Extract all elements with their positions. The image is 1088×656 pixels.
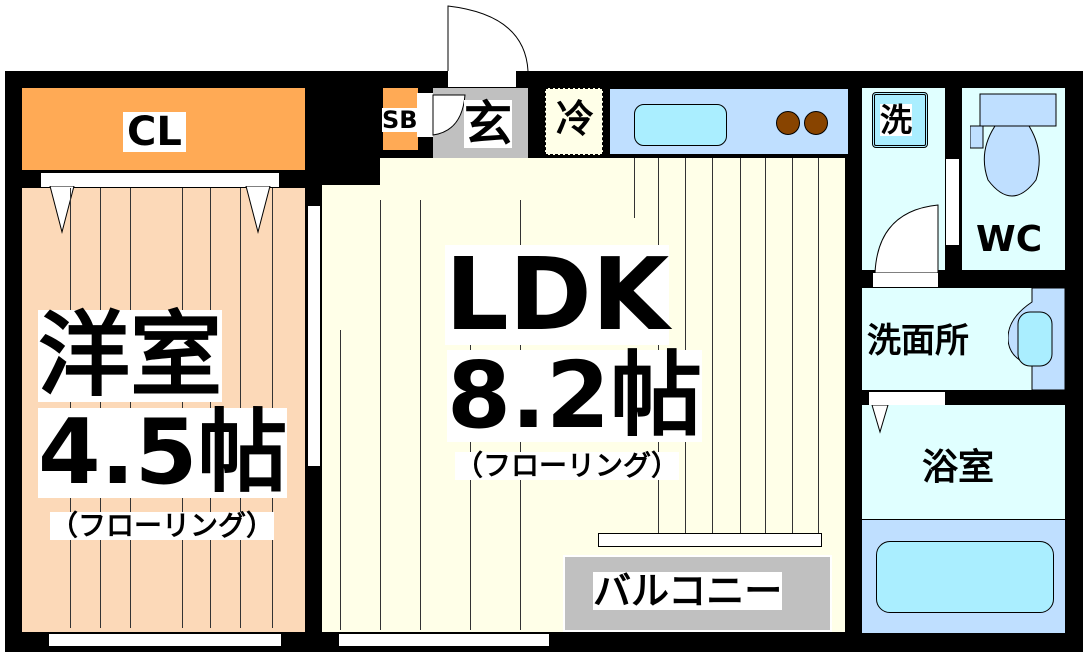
western-room-floor: （フローリング） bbox=[50, 509, 275, 542]
closet-door-rail[interactable] bbox=[40, 172, 280, 188]
toilet-label: WC bbox=[976, 219, 1043, 260]
bathroom-door[interactable] bbox=[869, 392, 945, 405]
entry-door-swing bbox=[447, 5, 529, 72]
balcony-label: バルコニー bbox=[593, 569, 783, 613]
washbasin-icon bbox=[1008, 288, 1065, 390]
washroom-door[interactable] bbox=[873, 203, 943, 288]
bathtub bbox=[876, 541, 1054, 613]
entry-door-opening[interactable] bbox=[448, 71, 516, 87]
sink bbox=[634, 104, 727, 146]
western-room-size: 4.5帖 bbox=[38, 400, 288, 505]
bathroom-door-mark bbox=[871, 405, 889, 434]
entrance-label: 玄 bbox=[464, 96, 513, 152]
western-room-name: 洋室 bbox=[38, 302, 223, 409]
washroom-label: 洗面所 bbox=[867, 321, 969, 361]
bathroom-label: 浴室 bbox=[922, 447, 995, 488]
shoe-box-label: SB bbox=[382, 106, 418, 134]
ldk-name: LDK bbox=[445, 236, 670, 353]
shoe-box-door[interactable] bbox=[417, 93, 467, 138]
balcony-window[interactable] bbox=[598, 533, 822, 547]
ldk-size: 8.2帖 bbox=[447, 342, 702, 449]
toilet-icon bbox=[970, 93, 1057, 197]
wc-door[interactable] bbox=[945, 158, 960, 246]
closet-door-marks bbox=[49, 186, 271, 234]
western-room-window[interactable] bbox=[48, 633, 282, 647]
closet-label: CL bbox=[123, 112, 186, 152]
ldk-window[interactable] bbox=[338, 633, 550, 647]
ldk-floor: （フローリング） bbox=[455, 449, 680, 482]
burner-icon bbox=[804, 111, 828, 135]
fridge-label: 冷 bbox=[556, 97, 595, 141]
sliding-door[interactable] bbox=[307, 205, 321, 467]
washer-label: 洗 bbox=[880, 101, 913, 139]
burner-icon bbox=[776, 111, 800, 135]
